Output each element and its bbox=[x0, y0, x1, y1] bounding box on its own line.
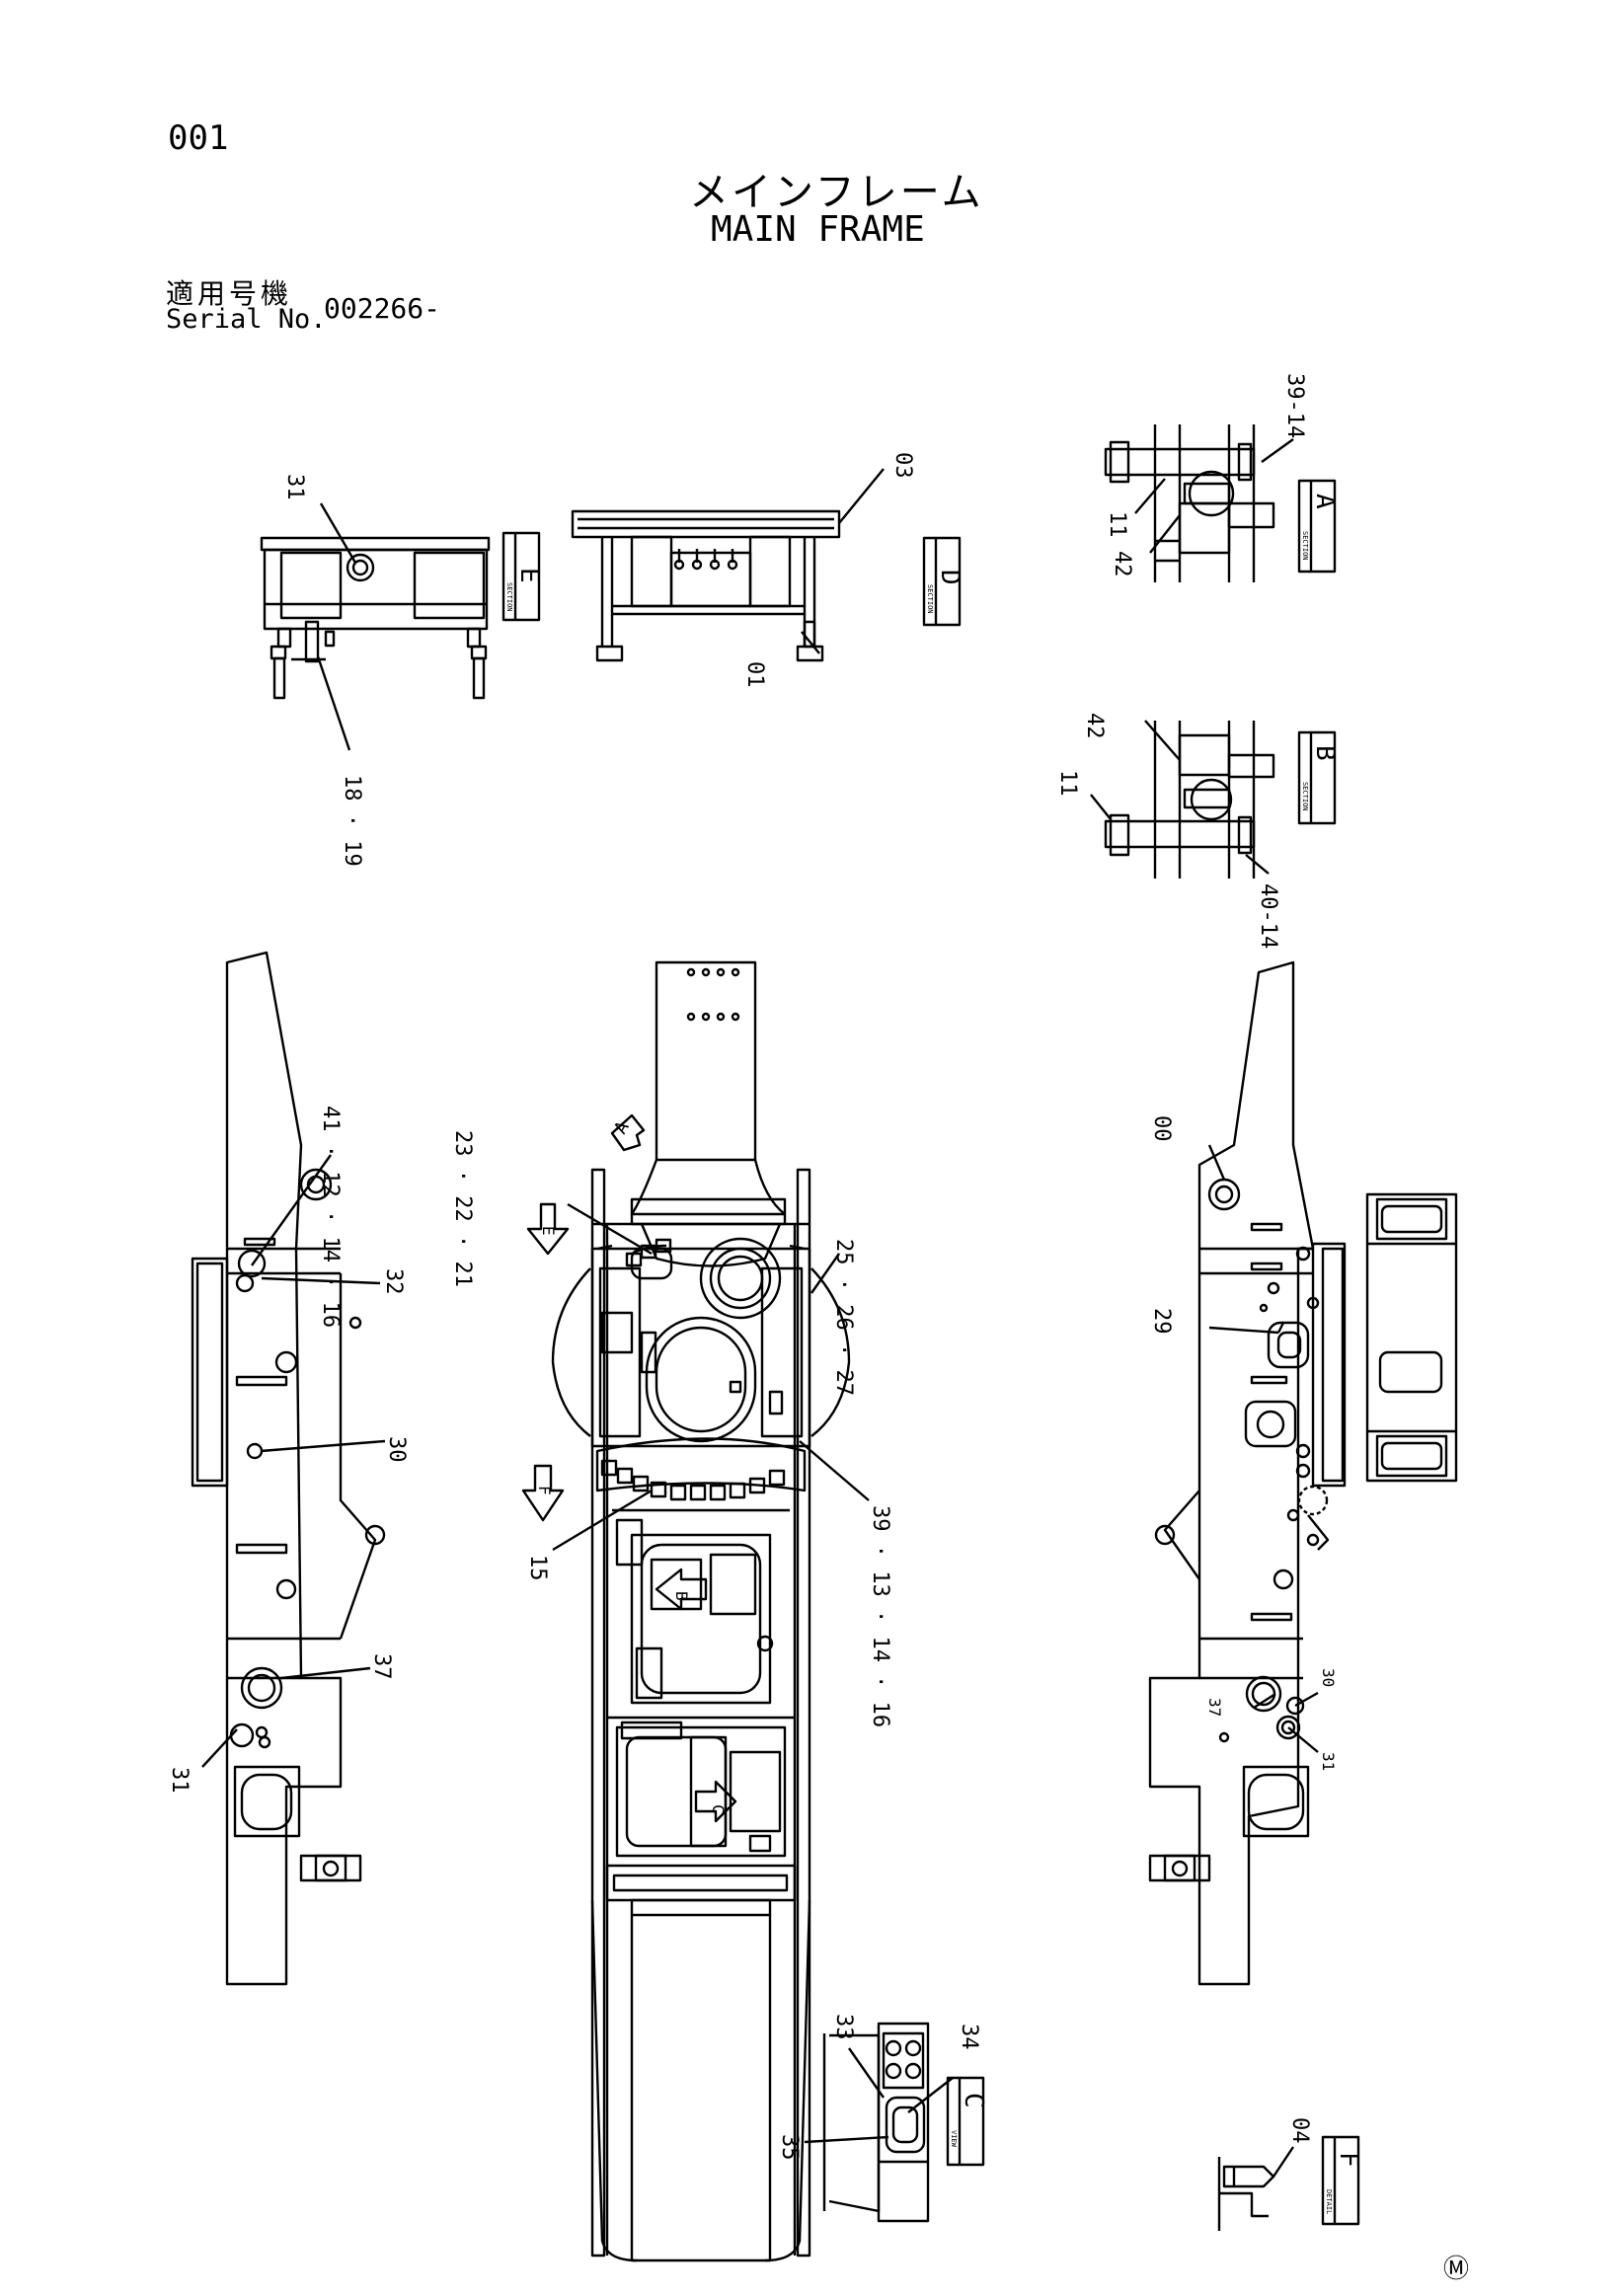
callout-30-left: 30 bbox=[384, 1436, 409, 1463]
view-c-tag: C VIEW bbox=[946, 2076, 988, 2167]
callout-42-b: 42 bbox=[1082, 713, 1107, 739]
callout-35: 35 bbox=[777, 2134, 802, 2161]
callout-23-21: 23 · 22 · 21 bbox=[450, 1130, 475, 1287]
serial-value: 002266- bbox=[324, 292, 441, 325]
svg-text:F: F bbox=[535, 1486, 554, 1495]
section-a-view bbox=[1104, 424, 1294, 582]
callout-labels: 31 03 01 18 · 19 39-14 11 42 42 11 40-14… bbox=[167, 373, 1338, 2161]
title-japanese: メインフレーム bbox=[689, 170, 984, 215]
callout-41-16: 41 · 12 · 14 · 16 bbox=[318, 1106, 343, 1328]
section-e-view bbox=[260, 502, 491, 751]
callout-25-27: 25 · 26 · 27 bbox=[831, 1239, 856, 1396]
callout-04: 04 bbox=[1287, 2117, 1312, 2144]
callout-30-right: 30 bbox=[1319, 1668, 1338, 1687]
callout-31-right: 31 bbox=[1319, 1752, 1338, 1771]
callout-42-a: 42 bbox=[1110, 551, 1134, 577]
center-frame-plan bbox=[551, 960, 851, 2262]
page-number: 001 bbox=[168, 118, 229, 158]
serial-label-english: Serial No. bbox=[166, 304, 327, 335]
callout-39-14: 39-14 bbox=[1282, 373, 1307, 438]
arrow-a: A bbox=[610, 1113, 646, 1152]
view-c bbox=[804, 2022, 954, 2223]
callout-18-19: 18 · 19 bbox=[340, 775, 364, 867]
section-d-view bbox=[571, 468, 885, 662]
callout-11-a: 11 bbox=[1105, 511, 1129, 538]
callout-32: 32 bbox=[381, 1268, 406, 1295]
detail-f-tag: F DETAIL bbox=[1321, 2135, 1363, 2226]
callout-01: 01 bbox=[742, 661, 767, 688]
callout-11-b: 11 bbox=[1055, 770, 1080, 797]
title-english: MAIN FRAME bbox=[711, 209, 925, 250]
view-c-letter: C bbox=[959, 2093, 988, 2108]
section-b-letter: B bbox=[1310, 745, 1340, 761]
section-b-label: SECTION bbox=[1301, 782, 1309, 811]
callout-39-16: 39 · 13 · 14 · 16 bbox=[868, 1505, 892, 1727]
section-d-tag: D SECTION bbox=[922, 536, 964, 627]
section-e-label: SECTION bbox=[505, 582, 513, 612]
svg-text:C: C bbox=[709, 1804, 728, 1814]
section-b-view bbox=[1090, 720, 1275, 879]
detail-f bbox=[1217, 2146, 1294, 2231]
arrow-c: C bbox=[694, 1780, 737, 1823]
callout-00: 00 bbox=[1149, 1115, 1174, 1142]
section-d-letter: D bbox=[935, 570, 964, 585]
callout-34: 34 bbox=[957, 2024, 981, 2050]
right-side-frame bbox=[1148, 960, 1458, 1986]
arrow-e: E bbox=[526, 1202, 570, 1256]
callout-37-left: 37 bbox=[369, 1653, 394, 1680]
center-leaders bbox=[552, 1202, 870, 1552]
arrow-b: B bbox=[655, 1568, 708, 1611]
svg-text:E: E bbox=[539, 1226, 558, 1236]
section-a-label: SECTION bbox=[1301, 531, 1309, 561]
section-a-tag: A SECTION bbox=[1297, 479, 1340, 574]
section-a-letter: A bbox=[1310, 494, 1340, 509]
serial-label-japanese: 適用号機 bbox=[166, 277, 293, 310]
left-side-frame bbox=[191, 951, 386, 1986]
corner-mark: Ⓜ bbox=[1443, 2255, 1470, 2284]
callout-33: 33 bbox=[831, 2014, 856, 2040]
callout-40-14: 40-14 bbox=[1256, 883, 1280, 949]
callout-31-top: 31 bbox=[282, 474, 307, 500]
section-e-letter: E bbox=[514, 568, 544, 583]
callout-03: 03 bbox=[890, 452, 915, 479]
svg-text:B: B bbox=[672, 1591, 691, 1601]
section-b-tag: B SECTION bbox=[1297, 730, 1340, 825]
detail-f-letter: F bbox=[1334, 2152, 1363, 2168]
callout-37-right: 37 bbox=[1205, 1698, 1224, 1717]
section-d-label: SECTION bbox=[926, 584, 934, 614]
detail-f-label: DETAIL bbox=[1325, 2189, 1333, 2214]
callout-31-left: 31 bbox=[167, 1767, 192, 1794]
arrow-f: F bbox=[521, 1464, 565, 1522]
view-c-label: VIEW bbox=[950, 2130, 958, 2148]
callout-29: 29 bbox=[1149, 1308, 1174, 1335]
callout-15: 15 bbox=[525, 1555, 550, 1581]
section-e-tag: E SECTION bbox=[501, 531, 544, 622]
